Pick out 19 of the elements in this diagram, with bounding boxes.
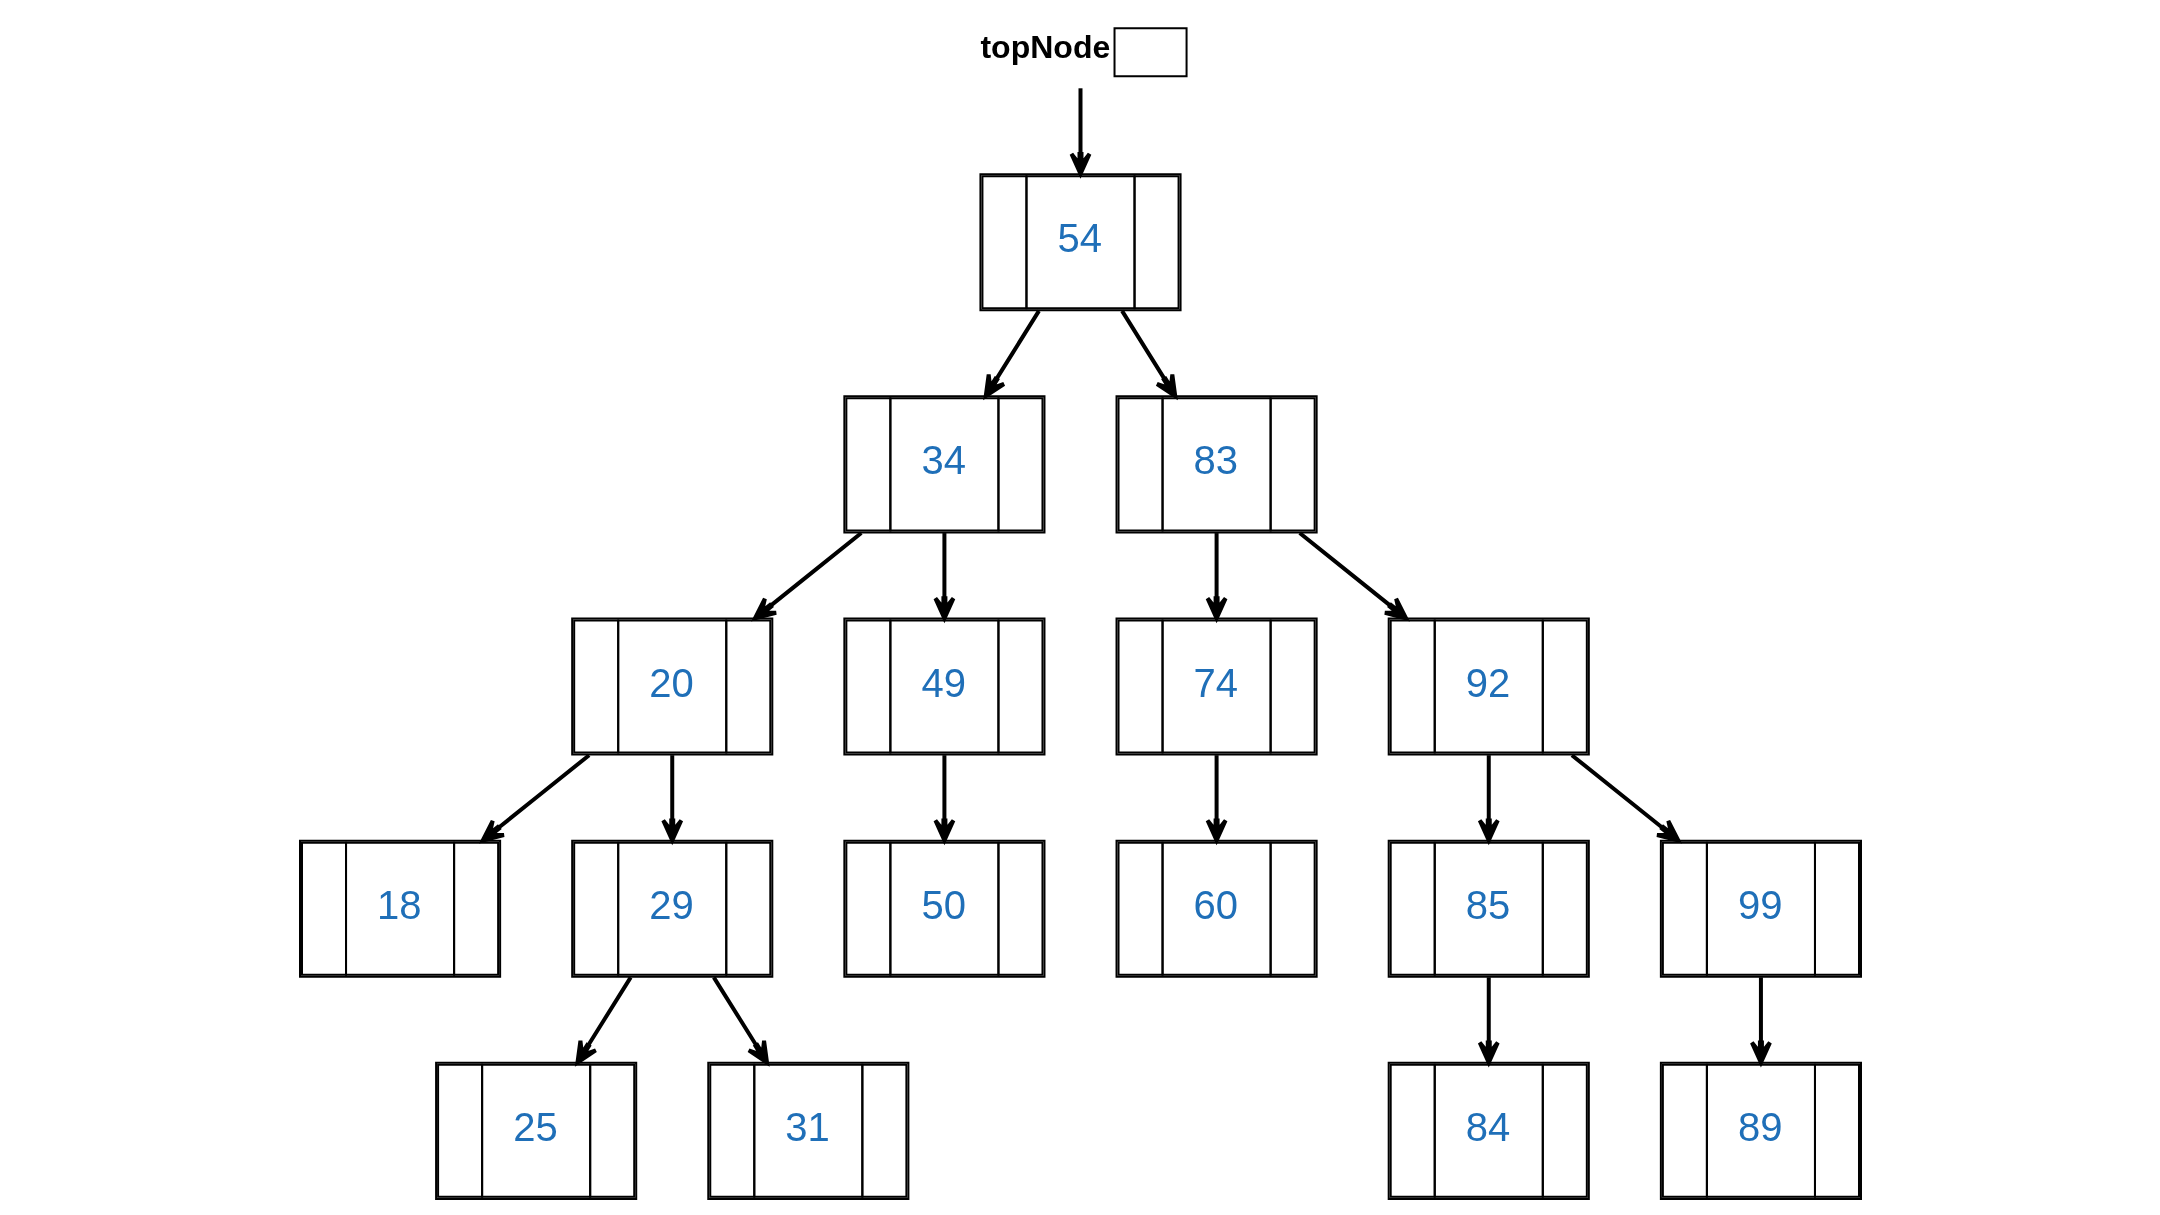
arrow — [1119, 309, 1177, 399]
arrow — [1749, 977, 1772, 1065]
node-label: topNode — [979, 28, 1110, 65]
arrow — [983, 309, 1041, 399]
arrow — [1205, 533, 1228, 621]
arrow — [1205, 755, 1228, 843]
arrow — [574, 976, 632, 1065]
arrow — [1477, 755, 1500, 843]
arrow — [660, 755, 683, 843]
arrow — [932, 533, 955, 621]
node-box — [1113, 27, 1188, 78]
arrow — [752, 531, 863, 621]
arrow — [1477, 977, 1500, 1065]
arrow — [1069, 88, 1091, 176]
arrow — [932, 755, 955, 843]
arrow — [1570, 753, 1680, 843]
arrow — [1297, 531, 1408, 621]
arrow — [480, 753, 590, 843]
arrow — [711, 976, 769, 1065]
